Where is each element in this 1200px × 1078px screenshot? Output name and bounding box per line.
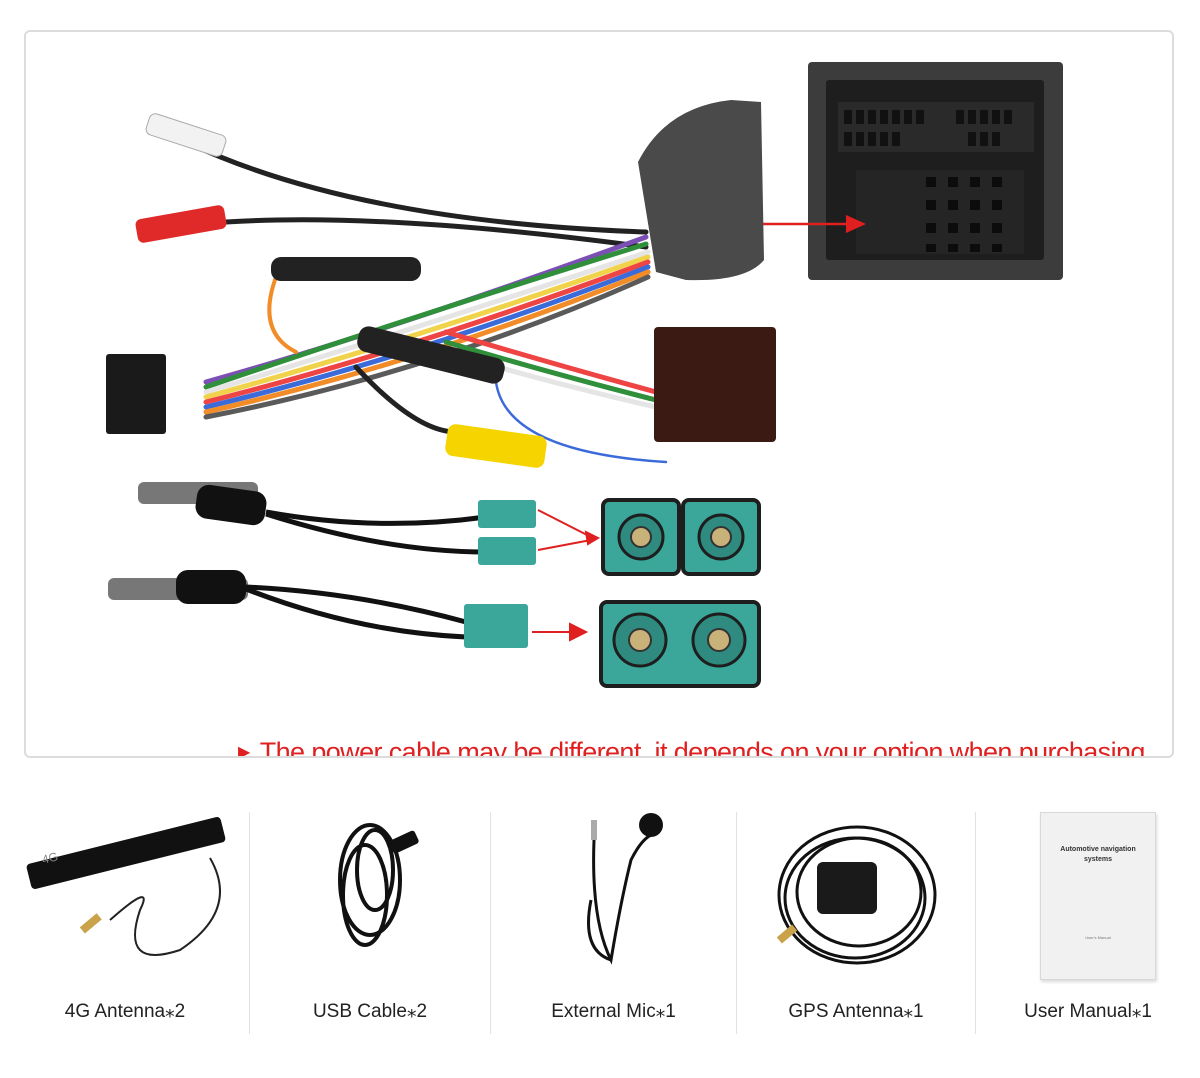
power-cable-notice: ▶ The power cable may be different, it de… [238,737,1153,758]
fakra-closeup-double [599,600,761,688]
foam-block [638,100,764,281]
svg-text:4G: 4G [41,849,60,866]
accessory-external-mic: External Mic⁎1 [491,800,736,1040]
user-manual-image: Automotive navigation systems User's Man… [1040,812,1156,980]
accessory-usb-cable: USB Cable⁎2 [250,800,490,1040]
manual-subtitle: User's Manual [1085,935,1111,940]
external-mic-icon [587,813,663,965]
harness-illustration [106,62,1063,688]
harness-panel: ▶ The power cable may be different, it de… [24,30,1174,758]
filter-sleeve [357,326,505,384]
accessories-row: 4G 4G Antenna⁎2 USB Cable⁎2 External Mic… [0,800,1200,1060]
antenna-cable-1 [138,482,487,555]
accessory-label: USB Cable⁎2 [312,1001,428,1022]
arrow-to-connector [754,215,866,233]
divider [249,812,250,1034]
fakra-arrows [532,509,601,642]
filter-sleeve [271,257,421,281]
usb-cable-icon [338,823,419,947]
divider [736,812,737,1034]
4g-antenna-icon: 4G [26,817,226,956]
accessory-4g-antenna: 4G 4G Antenna⁎2 [10,800,240,1040]
iso-connector [106,354,166,434]
accessory-label: 4G Antenna⁎2 [64,1001,186,1022]
fakra-plug [478,537,536,565]
accessory-label: GPS Antenna⁎1 [788,1001,924,1022]
rca-red-plug [135,205,227,243]
accessory-label: User Manual⁎1 [1024,1001,1152,1022]
connector-closeup [808,62,1063,280]
fakra-closeup-single [601,498,761,576]
triangle-right-icon: ▶ [238,744,250,758]
gps-antenna-icon [776,825,937,965]
wire-bundle [183,139,668,464]
rca-white-plug [145,113,227,157]
divider [490,812,491,1034]
accessory-label: External Mic⁎1 [551,1001,676,1022]
notice-text: The power cable may be different, it dep… [259,737,1153,758]
accessory-gps-antenna: GPS Antenna⁎1 [737,800,975,1040]
fakra-plug [478,500,536,528]
manual-title: Automotive navigation systems [1060,846,1136,863]
antenna-cable-2 [108,570,467,640]
accessory-user-manual: User Manual⁎1 [976,800,1200,1040]
rca-yellow-plug [445,424,547,468]
divider [975,812,976,1034]
fakra-double-plug [464,604,528,648]
canbus-box [654,327,776,442]
